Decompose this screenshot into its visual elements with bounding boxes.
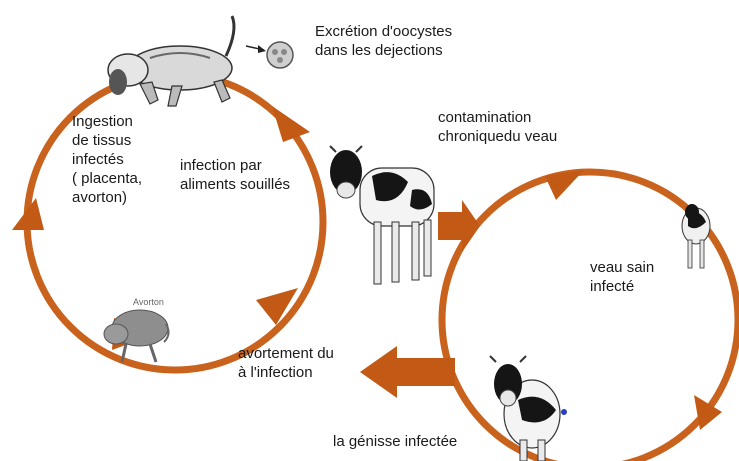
- cow-icon: [330, 146, 434, 284]
- abortion-arrow: [360, 346, 455, 398]
- infection-aliments-label: infection par aliments souillés: [180, 156, 290, 194]
- contamination-label: contamination chroniquedu veau: [438, 108, 557, 146]
- calf-icon: [682, 204, 710, 268]
- genisse-label: la génisse infectée: [333, 432, 457, 451]
- heifer-icon: [490, 356, 567, 461]
- excretion-label: Excrétion d'oocystes dans les dejections: [315, 22, 452, 60]
- oocyst-icon: [267, 42, 293, 68]
- veau-sain-label: veau sain infecté: [590, 258, 654, 296]
- dog-to-oocyst-arrowhead: [258, 45, 266, 53]
- avorton-tag: Avorton: [133, 297, 164, 307]
- avortement-label: avortement du à l'infection: [238, 344, 334, 382]
- ingestion-label: Ingestion de tissus infectés ( placenta,…: [72, 112, 142, 207]
- left-ring-arrow-right: [256, 288, 298, 325]
- dog-icon: [108, 16, 234, 106]
- left-ring-arrow-top: [272, 106, 310, 142]
